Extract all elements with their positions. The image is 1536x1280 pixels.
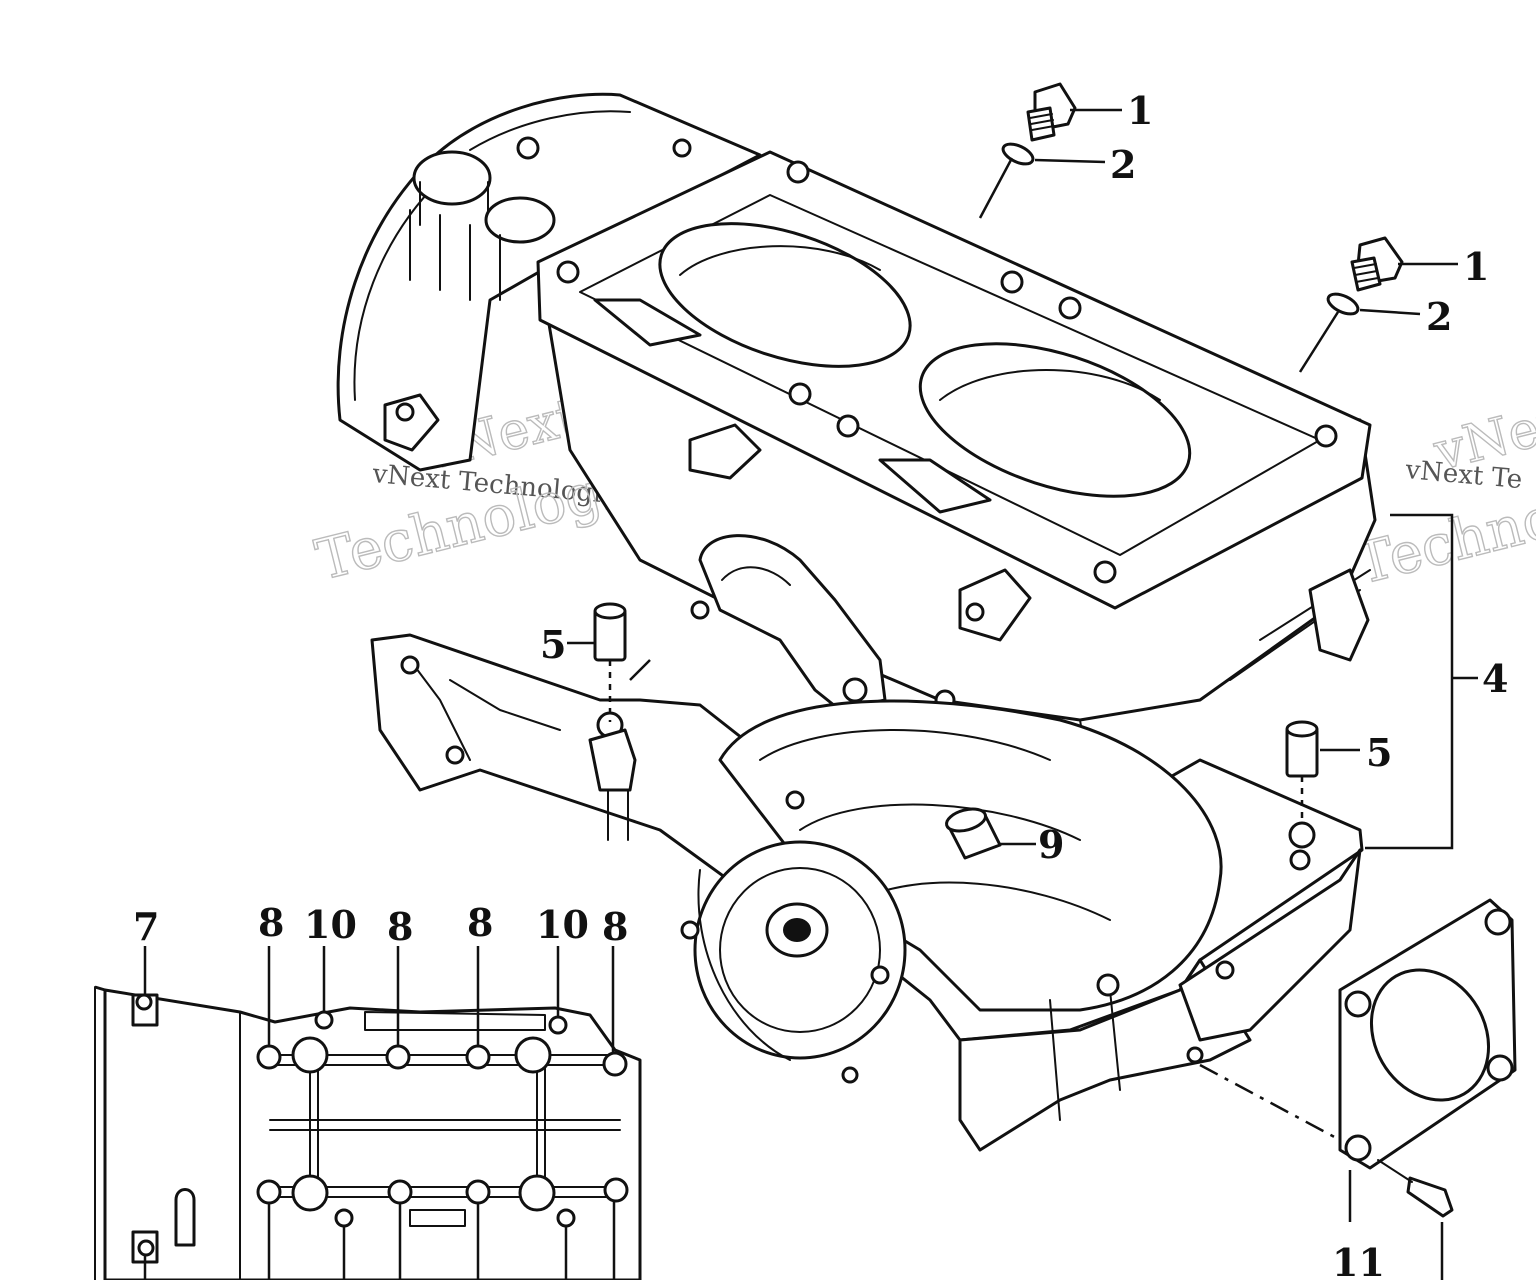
- callout-10-b: 10: [536, 902, 589, 947]
- callout-9: 9: [1038, 822, 1064, 867]
- watermark-technologies-2: Technol: [1350, 481, 1536, 598]
- callout-8-c: 8: [467, 900, 493, 945]
- callout-11: 11: [1332, 1240, 1385, 1280]
- washer-2-upper: [1001, 142, 1035, 166]
- upper-crankcase: [336, 92, 1377, 781]
- callout-5-left: 5: [540, 622, 566, 667]
- callout-1-lower: 1: [1463, 244, 1489, 289]
- callout-8-b: 8: [387, 904, 413, 949]
- callout-2-upper: 2: [1110, 142, 1136, 187]
- bottom-view-inset: [94, 946, 642, 1280]
- cover-plate-11: [1199, 898, 1517, 1170]
- washer-2-lower: [1326, 292, 1360, 316]
- callout-8-a: 8: [258, 900, 284, 945]
- bolt-1-upper: [1026, 82, 1077, 142]
- screw-11: [1377, 1159, 1454, 1218]
- callout-2-lower: 2: [1426, 294, 1452, 339]
- callout-5-right: 5: [1366, 730, 1392, 775]
- callout-8-d: 8: [602, 904, 628, 949]
- bolt-1-lower: [1350, 236, 1404, 292]
- small-parts: [593, 82, 1517, 1218]
- dowel-5-left: [593, 602, 627, 722]
- lower-crankcase: [370, 633, 1364, 1152]
- leader-lines: [567, 108, 1478, 1280]
- callout-7: 7: [133, 904, 159, 949]
- callout-1-upper: 1: [1127, 88, 1153, 133]
- callout-10-a: 10: [304, 902, 357, 947]
- callout-4: 4: [1482, 656, 1508, 701]
- callout-labels: 1 2 1 2 4 5 5 9 7 8 10 8 8 10 8 11: [133, 88, 1508, 1280]
- dowel-5-right: [1285, 720, 1319, 822]
